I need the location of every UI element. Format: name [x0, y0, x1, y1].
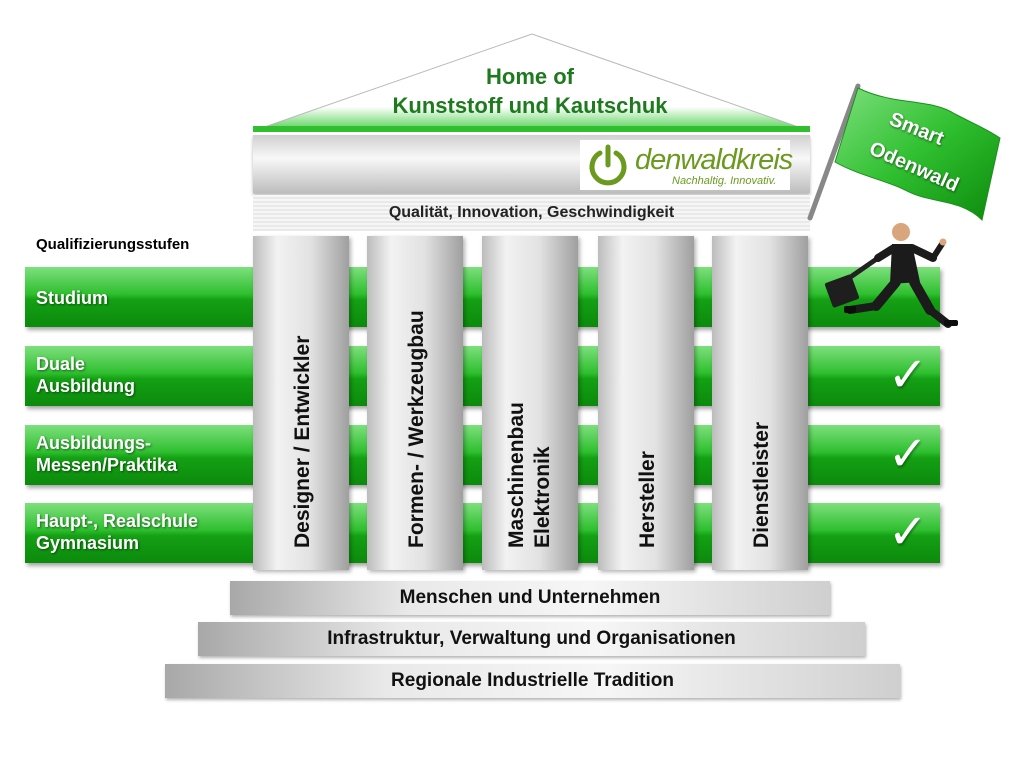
level-label: Duale Ausbildung	[36, 353, 135, 397]
flag-icon	[807, 83, 1001, 221]
level-label: Haupt-, Realschule Gymnasium	[36, 510, 198, 554]
column-designer: Designer / Entwickler	[253, 236, 349, 570]
column-label: Designer / Entwickler	[290, 336, 316, 548]
column-label-line1: Hersteller	[636, 451, 659, 548]
level-label-line1: Duale	[36, 354, 86, 374]
level-label-line1: Studium	[36, 288, 108, 308]
column-label-line1: Designer / Entwickler	[291, 335, 314, 548]
column-formenbau: Formen- / Werkzeugbau	[367, 236, 463, 570]
column-label-line1: Dienstleister	[750, 421, 773, 548]
roof-title-line2: Kunststoff und Kautschuk	[392, 93, 668, 118]
column-label-line1: Maschinenbau	[505, 402, 528, 548]
level-label-line2: Gymnasium	[36, 533, 140, 553]
column-maschinenbau: Maschinenbau Elektronik	[482, 236, 578, 570]
level-label: Ausbildungs- Messen/Praktika	[36, 432, 177, 476]
power-icon	[589, 144, 627, 186]
column-hersteller: Hersteller	[598, 236, 694, 570]
logo-tagline: Nachhaltig. Innovativ.	[672, 175, 777, 187]
column-dienstleister: Dienstleister	[712, 236, 808, 570]
logo: denwaldkreis Nachhaltig. Innovativ.	[580, 140, 793, 190]
column-label: Maschinenbau Elektronik	[504, 402, 556, 548]
logo-name: denwaldkreis	[635, 144, 793, 176]
level-label-line2: Ausbildung	[36, 376, 135, 396]
column-label-line2: Elektronik	[531, 446, 554, 548]
level-label-line2: Messen/Praktika	[36, 455, 178, 475]
checkmark-icon: ✓	[887, 428, 928, 481]
step-infrastruktur: Infrastruktur, Verwaltung und Organisati…	[198, 622, 865, 656]
roof-title: Home of Kunststoff und Kautschuk	[330, 62, 730, 120]
column-label-line1: Formen- / Werkzeugbau	[405, 310, 428, 548]
column-label: Formen- / Werkzeugbau	[404, 310, 430, 548]
qualification-title: Qualifizierungsstufen	[36, 236, 190, 253]
level-label-line1: Haupt-, Realschule	[36, 511, 199, 531]
column-label: Dienstleister	[749, 422, 775, 548]
level-label: Studium	[36, 287, 108, 309]
roof-title-line1: Home of	[486, 64, 574, 89]
step-menschen: Menschen und Unternehmen	[230, 581, 830, 615]
column-label: Hersteller	[635, 451, 661, 548]
checkmark-icon: ✓	[887, 349, 928, 402]
level-label-line1: Ausbildungs-	[36, 433, 151, 453]
frieze-banner: Qualität, Innovation, Geschwindigkeit	[253, 195, 810, 231]
checkmark-icon: ✓	[887, 506, 928, 559]
step-tradition: Regionale Industrielle Tradition	[165, 664, 900, 698]
running-businessman-icon	[824, 223, 958, 328]
roof	[252, 33, 811, 132]
